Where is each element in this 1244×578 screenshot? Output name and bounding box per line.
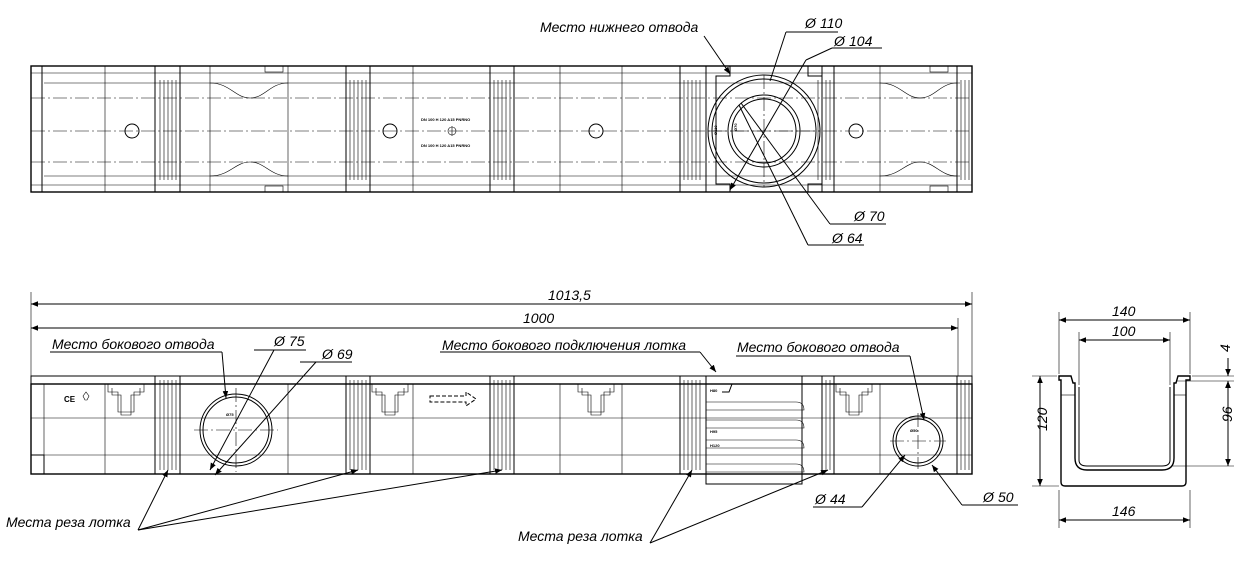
side-ribs — [159, 380, 970, 470]
svg-text:Ø: Ø — [982, 489, 995, 505]
dim-d64: Ø 64 — [831, 230, 863, 246]
side-outlet-left: Ø75 — [194, 388, 278, 472]
top-view: DN 100 H 120 A15 PNRNO DN 100 H 120 A15 … — [30, 15, 973, 246]
top-diameter-leaders — [703, 31, 886, 246]
side-notches — [107, 384, 873, 416]
svg-text:H95: H95 — [710, 429, 718, 434]
svg-text:120: 120 — [1034, 407, 1050, 431]
top-hole-3 — [588, 123, 604, 139]
svg-text:Ø50: Ø50 — [910, 428, 918, 433]
side-segments — [43, 376, 958, 474]
cut-places-left-label: Места реза лотка — [6, 514, 131, 530]
dim-width-inner: 100 — [1078, 323, 1171, 385]
top-wave-profiles — [209, 65, 958, 193]
cut-places-right-label: Места реза лотка — [518, 528, 643, 544]
svg-text:64: 64 — [847, 230, 863, 246]
top-hole-2 — [382, 123, 398, 139]
dim-depth: 96 — [1172, 375, 1235, 467]
side-outlet-right-label: Место бокового отвода — [737, 339, 900, 355]
svg-text:DN 100 H 120 A15 PNRNO: DN 100 H 120 A15 PNRNO — [421, 143, 470, 148]
svg-text:96: 96 — [1219, 406, 1235, 422]
svg-text:Ø: Ø — [321, 346, 334, 362]
svg-text:Ø: Ø — [833, 33, 846, 49]
side-connection-label: Место бокового подключения лотка — [442, 337, 686, 353]
dim-total-length: 1013,5 — [30, 287, 973, 376]
top-hole-1 — [124, 123, 140, 139]
svg-text:104: 104 — [849, 33, 873, 49]
dim-height: 120 — [1032, 375, 1059, 487]
side-view: 1013,5 1000 — [6, 287, 1018, 544]
svg-text:4: 4 — [1217, 344, 1233, 352]
dim-d104: Ø 104 — [833, 33, 873, 49]
dim-width-top: 140 — [1058, 303, 1191, 374]
side-connection-plate: H80 H95 H120 — [705, 375, 805, 485]
side-leaders — [50, 349, 1018, 544]
svg-text:140: 140 — [1112, 303, 1136, 319]
top-hole-4 — [848, 123, 864, 139]
side-outlet-left-label: Место бокового отвода — [52, 336, 215, 352]
dim-d44: Ø 44 — [814, 491, 846, 507]
svg-text:DN 100 H 120 A15 PNRNO: DN 100 H 120 A15 PNRNO — [421, 117, 470, 122]
cross-section: 140 100 146 120 96 — [1032, 303, 1235, 528]
svg-text:146: 146 — [1112, 503, 1136, 519]
flow-arrow-icon — [429, 391, 477, 407]
top-marking: DN 100 H 120 A15 PNRNO DN 100 H 120 A15 … — [421, 117, 470, 148]
svg-text:Ø75: Ø75 — [226, 412, 234, 417]
svg-text:70: 70 — [869, 208, 885, 224]
svg-text:50: 50 — [998, 489, 1014, 505]
svg-text:Ø: Ø — [831, 230, 844, 246]
svg-text:1000: 1000 — [523, 310, 554, 326]
svg-text:1013,5: 1013,5 — [548, 287, 591, 303]
top-ribs — [159, 80, 970, 180]
bottom-outlet-view: Ø110 Ø70 — [707, 65, 823, 193]
dim-d70: Ø 70 — [853, 208, 885, 224]
dim-width-bottom: 146 — [1058, 490, 1191, 528]
bottom-outlet-label: Место нижнего отвода — [540, 19, 698, 35]
dim-d69: Ø 69 — [321, 346, 353, 362]
dim-length: 1000 — [31, 310, 959, 376]
svg-text:Ø: Ø — [273, 333, 286, 349]
svg-text:69: 69 — [337, 346, 353, 362]
dim-d50: Ø 50 — [982, 489, 1014, 505]
svg-text:CE: CE — [64, 395, 76, 404]
svg-text:Ø: Ø — [853, 208, 866, 224]
side-outlet-right: Ø50 — [890, 413, 946, 469]
svg-text:Ø110: Ø110 — [713, 125, 718, 135]
svg-text:Ø70: Ø70 — [733, 123, 738, 131]
dim-wall: 4 — [1217, 344, 1233, 394]
svg-text:Ø: Ø — [814, 491, 827, 507]
svg-text:100: 100 — [1112, 323, 1136, 339]
svg-text:Ø: Ø — [804, 15, 817, 31]
dim-d110: Ø 110 — [804, 15, 843, 31]
svg-text:110: 110 — [820, 15, 843, 31]
svg-text:H120: H120 — [710, 443, 720, 448]
svg-text:44: 44 — [830, 491, 846, 507]
svg-text:75: 75 — [289, 333, 305, 349]
ce-mark-icon: CE — [64, 391, 90, 404]
dim-d75: Ø 75 — [273, 333, 305, 349]
svg-text:H80: H80 — [710, 388, 718, 393]
